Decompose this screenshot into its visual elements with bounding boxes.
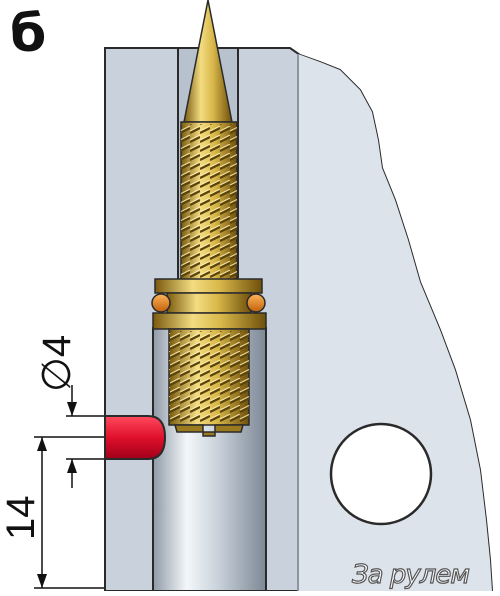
upper-thread-grooves bbox=[181, 124, 237, 278]
panel-letter: б bbox=[10, 4, 47, 64]
height-label: 14 bbox=[0, 496, 43, 541]
height-dimension bbox=[34, 436, 104, 589]
diameter-dimension bbox=[66, 385, 104, 488]
diameter-label: ∅4 bbox=[35, 335, 79, 392]
lower-thread-grooves bbox=[169, 331, 249, 423]
nut-lower bbox=[152, 312, 267, 330]
nut-middle bbox=[166, 292, 252, 314]
watermark-text: За рулем bbox=[351, 559, 470, 590]
red-plug bbox=[104, 415, 167, 460]
nut-upper bbox=[154, 278, 263, 294]
o-ring-right bbox=[246, 293, 266, 313]
round-hole bbox=[329, 422, 433, 526]
o-ring-left bbox=[151, 293, 171, 313]
thread-end-slot bbox=[174, 424, 244, 437]
